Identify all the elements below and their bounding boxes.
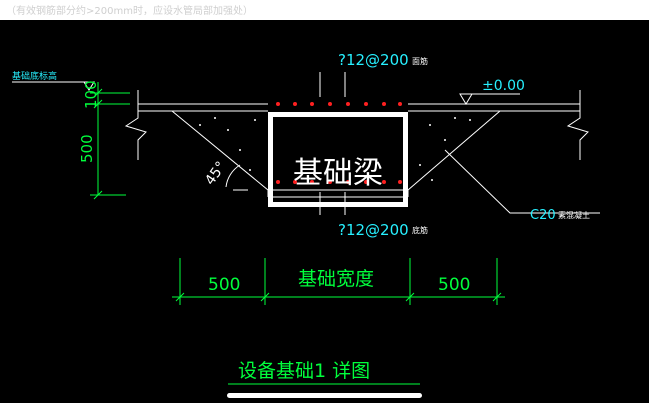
top-hint-text: （有效钢筋部分约>200mm时，应设水管局部加强处） (6, 6, 253, 17)
cad-drawing-canvas[interactable]: ±0.00 基础底标高 100 500 45° ?12@200 面筋 ?12@2… (0, 20, 649, 403)
dim-100-text: 100 (82, 80, 100, 109)
bottom-rebar-note: 底筋 (412, 225, 428, 235)
dim-middle-text: 基础宽度 (298, 268, 374, 290)
foundation-beam-label: 基础梁 (293, 156, 383, 191)
ground-lines (124, 72, 600, 215)
top-rebar-note: 面筋 (412, 56, 428, 66)
drawing-title: 设备基础1 详图 (238, 360, 370, 382)
level-label: 基础底标高 (12, 70, 57, 82)
dim-left-text: 500 (208, 275, 240, 295)
top-rebar-text: ?12@200 (338, 51, 409, 69)
angle-text: 45° (202, 159, 229, 189)
top-bar: （有效钢筋部分约>200mm时，应设水管局部加强处） (0, 0, 649, 20)
dim-500-vertical-text: 500 (78, 134, 96, 163)
bottom-rebar-text: ?12@200 (338, 221, 409, 239)
vertical-dimension-lines (90, 82, 130, 200)
elevation-marker (459, 93, 520, 105)
level-marker (12, 81, 95, 91)
horizontal-dimension-lines (172, 258, 505, 305)
concrete-grade-text: C20 (530, 208, 556, 223)
concrete-note-text: 素混凝土 (558, 210, 590, 220)
foundation-beam-box (268, 112, 408, 207)
dim-right-text: 500 (438, 275, 470, 295)
rebar-dots (276, 102, 402, 184)
elevation-text: ±0.00 (482, 78, 525, 94)
cad-drawing: ±0.00 基础底标高 100 500 45° ?12@200 面筋 ?12@2… (12, 51, 600, 385)
concrete-hatch (199, 117, 471, 181)
home-indicator[interactable] (227, 393, 422, 398)
